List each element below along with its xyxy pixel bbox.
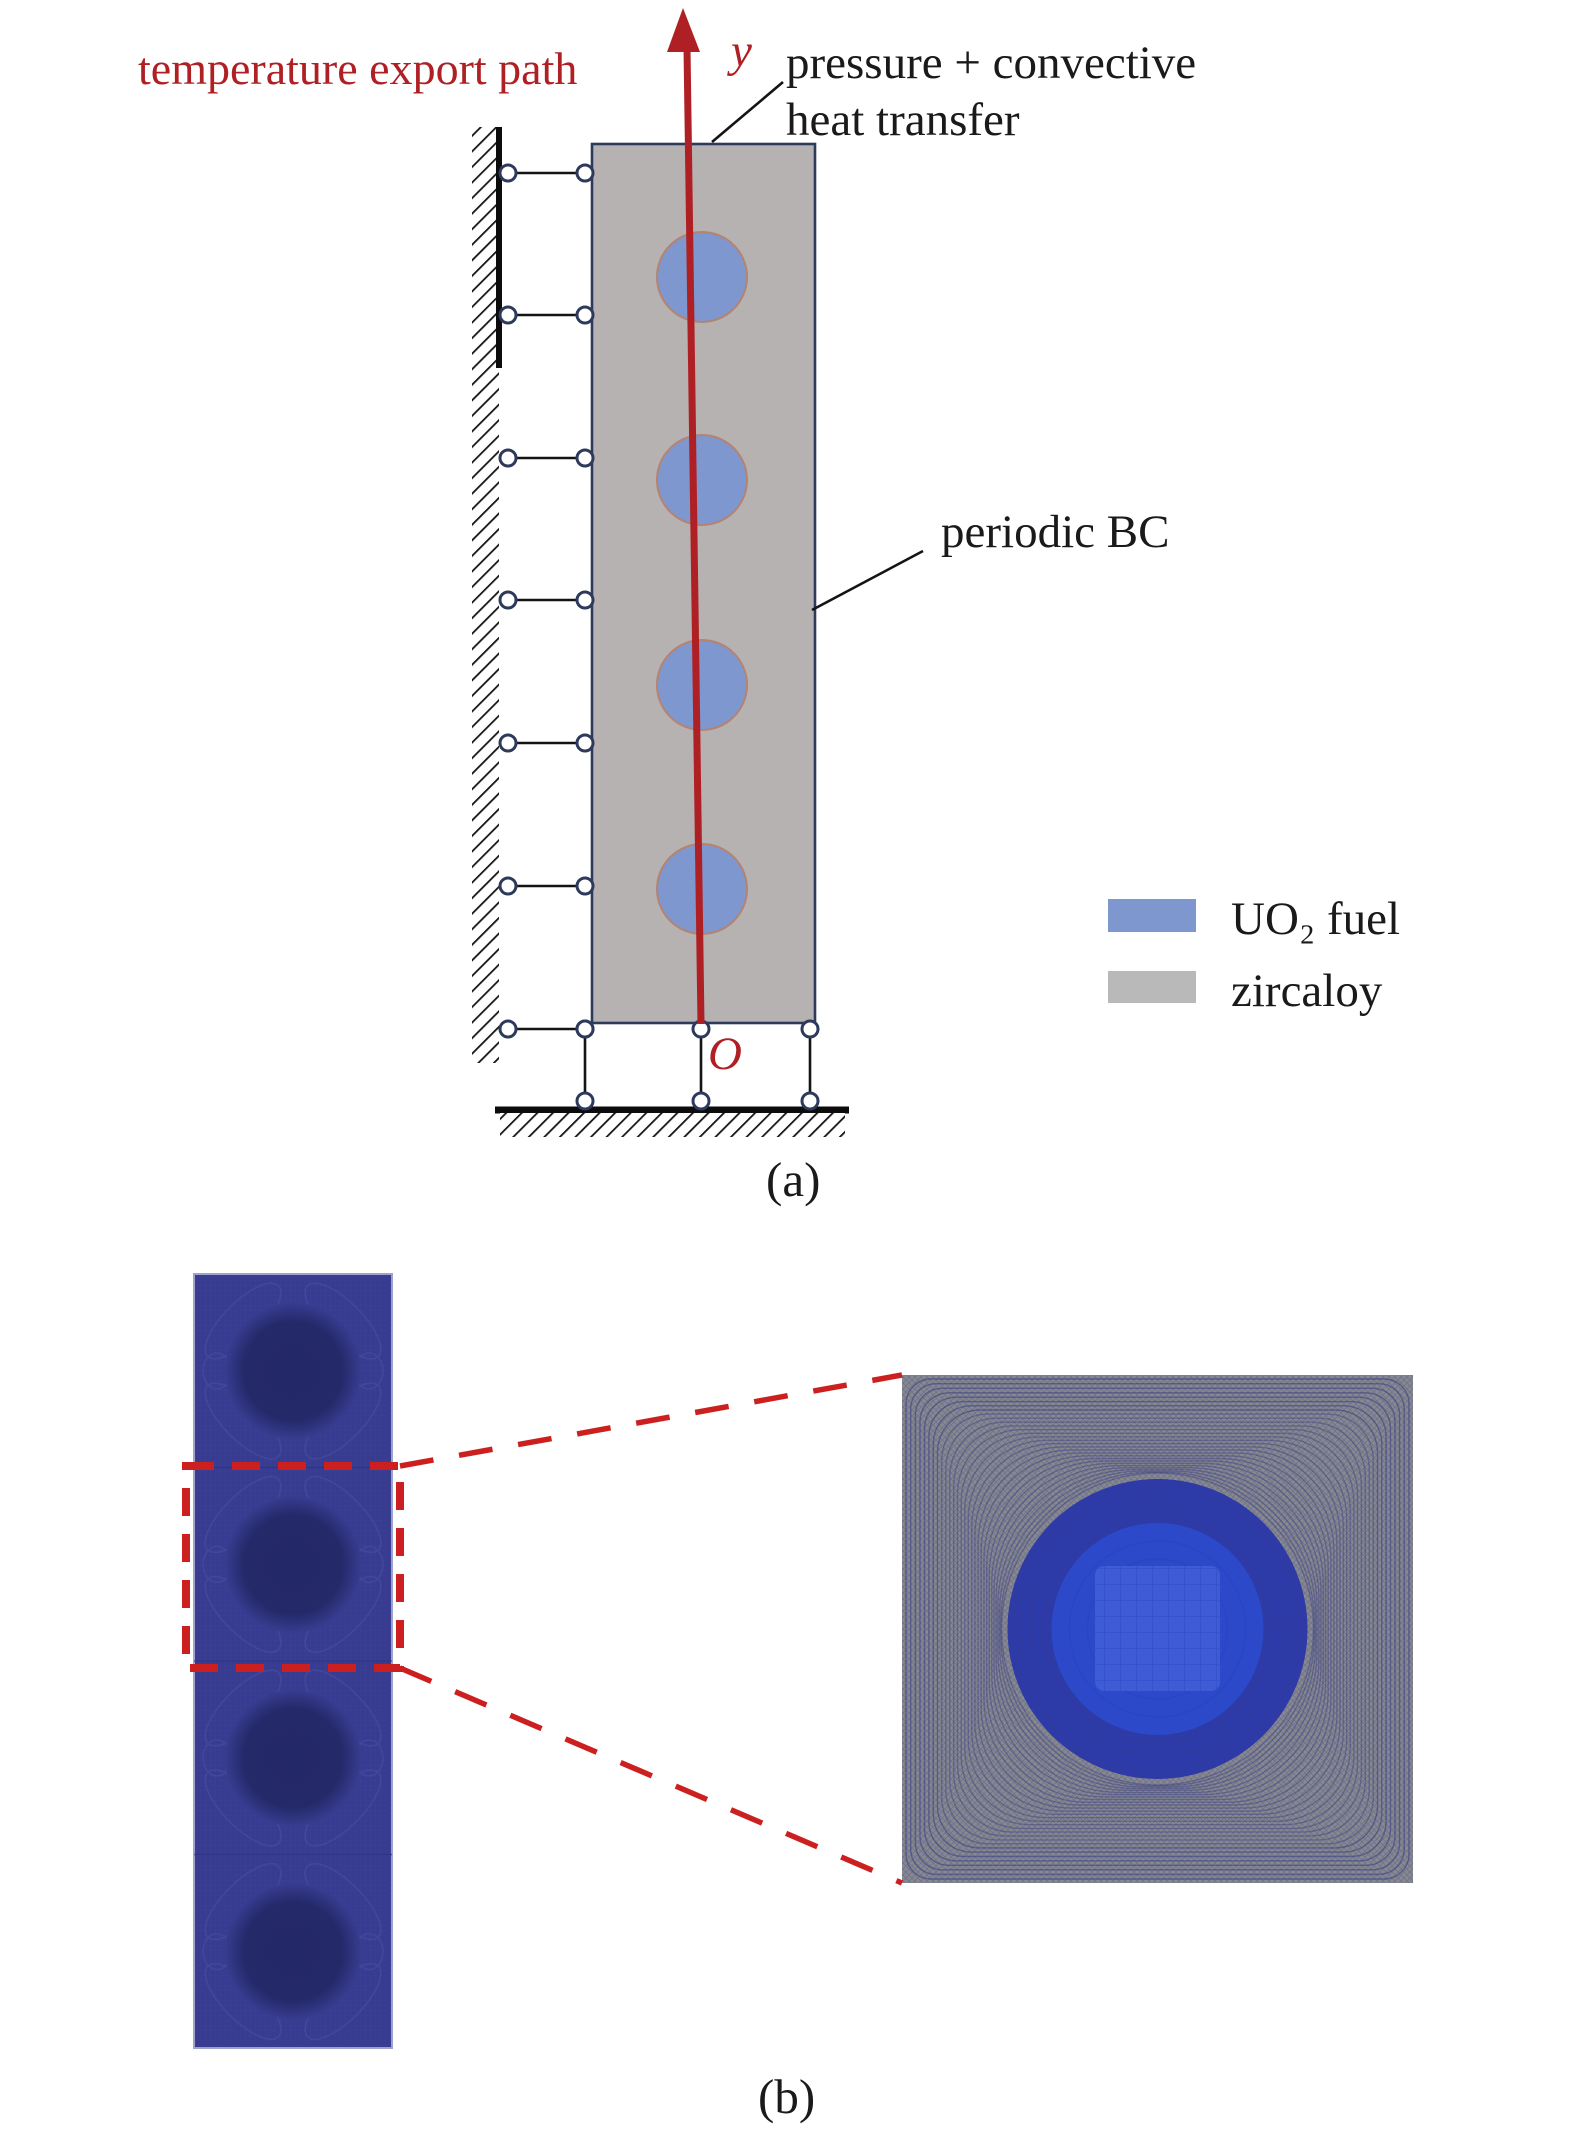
pressure-convective-label-line2: heat transfer — [786, 94, 1020, 146]
uo2-fuel-circle — [656, 434, 748, 526]
roller-pin — [498, 163, 518, 183]
zoom-callout — [182, 1372, 904, 1886]
leader-periodic-bc — [811, 549, 924, 612]
ground-hatch — [495, 1106, 849, 1137]
zoom-connector-line-top — [399, 1372, 903, 1469]
roller-pin — [575, 733, 595, 753]
mesh-dark-circle — [225, 1690, 361, 1826]
caption-a: (a) — [766, 1152, 820, 1207]
roller-pin — [498, 590, 518, 610]
roller-pin — [575, 876, 595, 896]
pellet-core-grid — [1095, 1566, 1220, 1691]
roller-pin — [575, 448, 595, 468]
pressure-convective-label-line1: pressure + convective — [786, 37, 1196, 89]
roller-pin — [575, 1091, 595, 1111]
roller-pin — [691, 1091, 711, 1111]
legend-swatch-uo2-fuel — [1108, 899, 1196, 932]
roller-pin — [800, 1091, 820, 1111]
mesh-dark-circle — [225, 1303, 361, 1439]
roller-pin — [575, 305, 595, 325]
mesh-dark-circle — [225, 1496, 361, 1633]
y-axis-arrow — [667, 8, 705, 1025]
temperature-export-path-label: temperature export path — [138, 43, 577, 94]
roller-pin — [498, 876, 518, 896]
uo2-fuel-circle — [656, 231, 748, 323]
mesh-fuel-dark-circles — [225, 1303, 361, 2020]
mesh-column — [193, 1271, 393, 2052]
caption-b: (b) — [758, 2069, 815, 2124]
schematic-part-a: temperature export path y pressure + con… — [138, 8, 1400, 1207]
roller-pin — [498, 733, 518, 753]
uo2-fuel-circle — [656, 639, 748, 731]
left-wall-hatch — [472, 127, 502, 1063]
periodic-bc-label: periodic BC — [941, 506, 1169, 558]
unit-cell-mesh-detail — [902, 1375, 1413, 1883]
legend: UO₂ fuel zircaloy — [1108, 893, 1400, 1017]
legend-swatch-zircaloy — [1108, 971, 1196, 1003]
legend-label-uo2-fuel: UO₂ fuel — [1231, 893, 1400, 945]
roller-pin — [498, 1019, 518, 1039]
roller-pin — [575, 1019, 595, 1039]
roller-pin — [800, 1019, 820, 1039]
legend-label-zircaloy: zircaloy — [1231, 965, 1383, 1017]
roller-pin — [575, 590, 595, 610]
wall-hatch-strip — [472, 127, 499, 1063]
uo2-fuel-circles — [656, 231, 748, 935]
zoom-connector-line-bottom — [398, 1665, 904, 1886]
roller-pin — [575, 163, 595, 183]
mesh-part-b: (b) — [182, 1271, 1413, 2124]
mesh-dark-circle — [225, 1883, 361, 2020]
arrowhead-icon — [667, 8, 700, 52]
unit-cell-highlight-box — [182, 1462, 404, 1672]
ground-hatch-strip — [500, 1113, 845, 1137]
origin-label: O — [708, 1028, 742, 1080]
bottom-roller-supports — [575, 1019, 820, 1111]
leader-top-bc — [711, 81, 784, 143]
side-roller-supports — [498, 163, 595, 1039]
mesh-detail-rings — [905, 1378, 1410, 1880]
y-axis-label: y — [727, 25, 752, 77]
roller-pin — [498, 305, 518, 325]
roller-pin — [498, 448, 518, 468]
